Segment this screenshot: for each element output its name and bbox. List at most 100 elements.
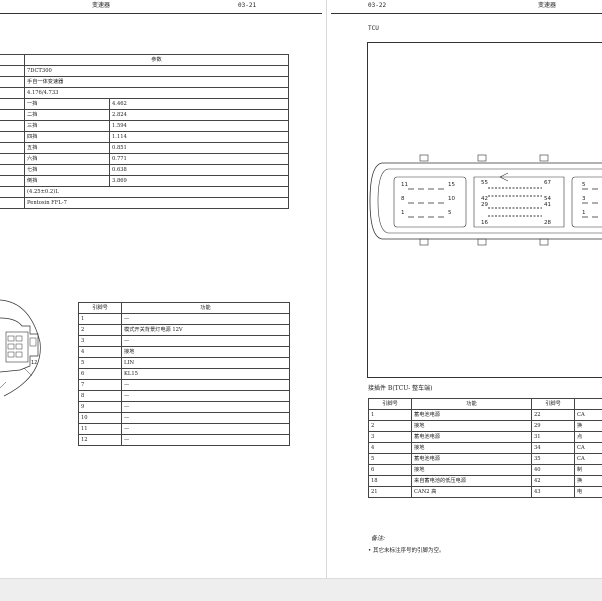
pin-number-cell: 6 <box>369 465 412 476</box>
pin-number-cell: 43 <box>532 487 575 498</box>
params-gear-label: 六挡 <box>25 154 110 165</box>
pin-number-cell: 4 <box>369 443 412 454</box>
note-item: • 其它未标注序号的引脚为空。 <box>368 546 445 554</box>
pin-number-cell: 18 <box>369 476 412 487</box>
params-value: 0.771 <box>110 154 289 165</box>
pin-function-cell: 接地 <box>122 347 290 358</box>
table-row: 12— <box>79 435 290 446</box>
table-row: 10— <box>79 413 290 424</box>
left-page-header: 变速器 03-21 <box>0 0 322 14</box>
pin-function-cell: 点 <box>575 432 602 443</box>
right-func-col-header-1: 功能 <box>412 399 532 410</box>
params-value: 3.869 <box>110 176 289 187</box>
pin-function-cell: — <box>122 380 290 391</box>
pin-number-cell: 11 <box>79 424 122 435</box>
table-row: 7— <box>79 380 290 391</box>
params-value: 0.851 <box>110 143 289 154</box>
pin-function-cell: 制 <box>575 465 602 476</box>
pin-number-cell: 12 <box>79 435 122 446</box>
pin-num-5: 5 <box>448 210 452 216</box>
tcu-connector-figure: 11 15 55 67 5 8 10 42 54 3 29 41 1 5 1 1… <box>367 42 602 378</box>
pin-number-cell: 1 <box>79 314 122 325</box>
pin-number-cell: 4 <box>79 347 122 358</box>
pin-num-r3: 3 <box>582 196 586 202</box>
pin-number-cell: 7 <box>79 380 122 391</box>
viewer-bottom-bar <box>0 578 602 601</box>
table-row: 11— <box>79 424 290 435</box>
params-value: 1.594 <box>110 121 289 132</box>
table-row: 1— <box>79 314 290 325</box>
right-pin-col-header-1: 引脚号 <box>369 399 412 410</box>
pin-function-cell: 蓄电池电源 <box>412 454 532 465</box>
pin-function-cell: 来自蓄电池的低压电源 <box>412 476 532 487</box>
pin-function-cell: — <box>122 435 290 446</box>
params-value: 7DCT300 <box>25 66 289 77</box>
page-gutter <box>322 0 331 578</box>
pin-function-cell: — <box>122 391 290 402</box>
pin-num-r5: 5 <box>582 182 586 188</box>
params-row: 7DCT300 <box>0 66 289 77</box>
right-page-number: 03-22 <box>368 0 386 12</box>
params-gear-label: 二挡 <box>25 110 110 121</box>
right-page: 03-22 变速器 TCU <box>331 0 602 578</box>
pin-num-67: 67 <box>544 180 551 186</box>
pin-function-cell: CA <box>575 443 602 454</box>
pin-function-cell: 电 <box>575 487 602 498</box>
pin-function-cell: — <box>122 314 290 325</box>
pin-function-cell: CA <box>575 410 602 421</box>
note-label: 备注: <box>371 533 385 542</box>
pin-number-cell: 35 <box>532 454 575 465</box>
left-func-col-header: 功能 <box>122 303 290 314</box>
params-gear-label: 七挡 <box>25 165 110 176</box>
connector-caption: 接插件 B(TCU- 整车端) <box>368 383 432 392</box>
params-blank-cell <box>0 66 25 77</box>
tcu-connector-drawing: 11 15 55 67 5 8 10 42 54 3 29 41 1 5 1 1… <box>368 43 602 377</box>
right-pin-col-header-2: 引脚号 <box>532 399 575 410</box>
left-pin-col-header: 引脚号 <box>79 303 122 314</box>
pin-number-cell: 1 <box>369 410 412 421</box>
params-blank-cell <box>0 143 25 154</box>
pin-num-11: 11 <box>401 182 408 188</box>
params-blank-cell <box>0 77 25 88</box>
pin-num-15: 15 <box>448 182 455 188</box>
pin-function-cell: — <box>122 424 290 435</box>
tcu-label: TCU <box>368 25 379 32</box>
params-blank-cell <box>0 165 25 176</box>
note-item-text: 其它未标注序号的引脚为空。 <box>373 548 445 554</box>
pin-function-cell: 模式开关背景灯电源 12V <box>122 325 290 336</box>
params-value: 4.176/4.733 <box>25 88 289 99</box>
pin-function-cell: 换 <box>575 421 602 432</box>
pin-number-cell: 10 <box>79 413 122 424</box>
connector-illustration: 12 <box>0 296 44 400</box>
right-page-title: 变速器 <box>538 0 556 12</box>
pin-num-29: 29 <box>481 202 488 208</box>
pin-number-cell: 9 <box>79 402 122 413</box>
pin-number-cell: 40 <box>532 465 575 476</box>
params-blank-cell <box>0 132 25 143</box>
params-row: 手自一体变速器 <box>0 77 289 88</box>
params-blank-cell <box>0 99 25 110</box>
table-row: 8— <box>79 391 290 402</box>
pin-num-28: 28 <box>544 220 551 226</box>
pin-function-cell: — <box>122 402 290 413</box>
pin-number-cell: 8 <box>79 391 122 402</box>
params-gear-label: 三挡 <box>25 121 110 132</box>
